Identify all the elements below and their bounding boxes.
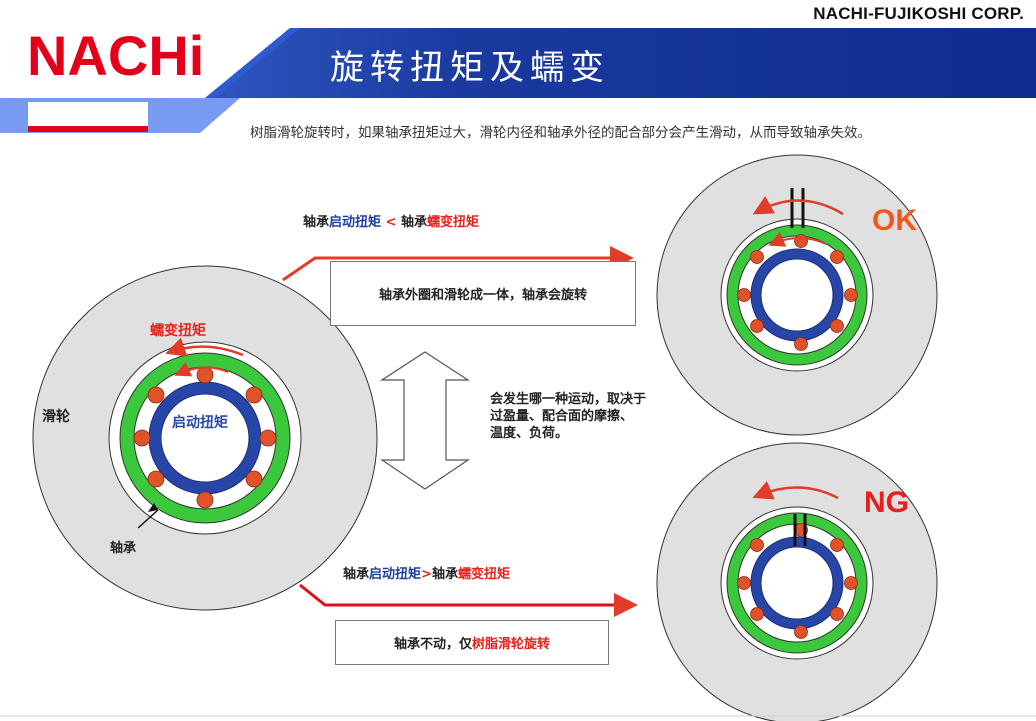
ng-verdict: NG — [864, 486, 909, 519]
ok-cond-c: 轴承 — [400, 215, 427, 230]
ng-rotate-arrow — [752, 480, 839, 500]
ok-cond-a: 轴承 — [303, 215, 330, 230]
corp-name: NACHI-FUJIKOSHI CORP. — [813, 4, 1024, 23]
creep-arrow — [165, 337, 244, 357]
ok-condition: 轴承启动扭矩 < 轴承蠕变扭矩 — [303, 211, 479, 230]
ng-cond-c: 轴承 — [431, 567, 458, 582]
ng-cond-d: 蠕变扭矩 — [457, 567, 510, 582]
left-pulley-group — [32, 265, 378, 611]
bearing-label: 轴承 — [110, 541, 137, 556]
header-slant — [205, 28, 300, 98]
ok-pulley-group — [656, 154, 938, 436]
ng-pulley-group — [656, 442, 938, 721]
bearing-balls — [133, 366, 277, 509]
start-torque-label: 启动扭矩 — [172, 415, 228, 431]
ng-result-box: 轴承不动，仅树脂滑轮旋转 — [335, 620, 609, 665]
double-arrow — [379, 351, 471, 490]
page-subtitle: 树脂滑轮旋转时，如果轴承扭矩过大，滑轮内径和轴承外径的配合部分会产生滑动，从而导… — [250, 125, 871, 141]
page-title: 旋转扭矩及蠕变 — [330, 48, 610, 88]
logo-underlay — [28, 102, 148, 130]
ok-result-text: 轴承外圈和滑轮成一体，轴承会旋转 — [378, 288, 587, 303]
middle-note-line3: 温度、负荷。 — [490, 426, 569, 441]
ng-connector-arrow — [299, 583, 638, 617]
logo-red-strip — [28, 126, 148, 132]
middle-note-line1: 会发生哪一种运动，取决于 — [490, 392, 647, 407]
ok-connector-arrow — [282, 246, 634, 282]
ok-inner-arrow — [768, 231, 827, 247]
header-band — [0, 28, 1036, 98]
bearing-leader — [137, 509, 159, 529]
pulley-label: 滑轮 — [42, 409, 70, 425]
bearing-bore — [160, 393, 250, 483]
middle-note: 会发生哪一种运动，取决于 过盈量、配合面的摩擦、 温度、负荷。 — [490, 391, 646, 442]
ok-cond-b: 启动扭矩 — [329, 215, 382, 230]
bearing-leader-head — [148, 503, 158, 512]
ok-verdict: OK — [872, 204, 917, 237]
ok-rotate-arrow — [752, 195, 844, 216]
start-arrow — [174, 361, 229, 377]
ng-cond-b: 启动扭矩 — [369, 567, 422, 582]
ng-result-text-b: 树脂滑轮旋转 — [472, 637, 551, 652]
ng-cond-op: > — [421, 567, 432, 582]
ok-cond-d: 蠕变扭矩 — [427, 215, 480, 230]
ng-condition: 轴承启动扭矩>轴承蠕变扭矩 — [343, 563, 510, 582]
ok-cond-op: < — [381, 215, 401, 230]
creep-torque-label: 蠕变扭矩 — [150, 323, 206, 339]
nachi-logo: NACHi — [27, 24, 205, 87]
middle-note-line2: 过盈量、配合面的摩擦、 — [490, 409, 634, 424]
ng-result-text-a: 轴承不动，仅 — [393, 637, 472, 652]
ok-result-box: 轴承外圈和滑轮成一体，轴承会旋转 — [330, 261, 636, 326]
ng-cond-a: 轴承 — [343, 567, 370, 582]
